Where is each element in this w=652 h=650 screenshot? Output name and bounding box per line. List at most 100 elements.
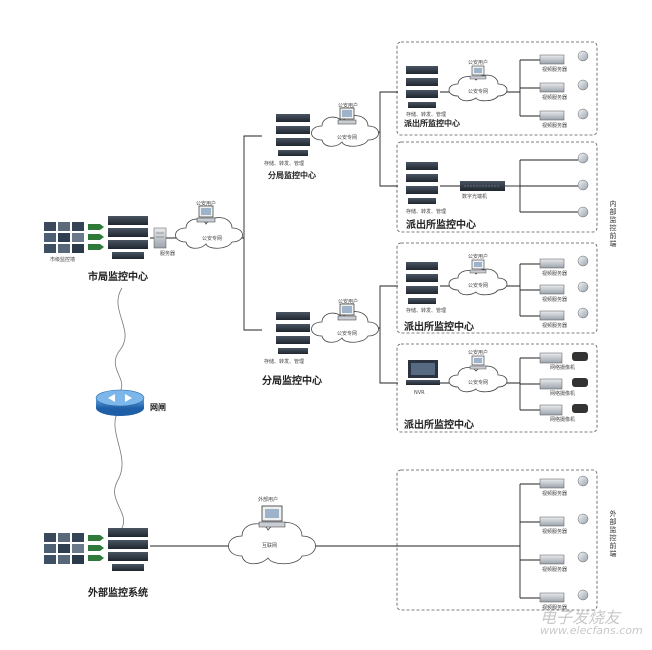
hq-screens-label: 市级监控墙 (50, 257, 76, 263)
watermark-logo-text: 电子发烧友 (540, 608, 621, 627)
pc-icon (469, 355, 487, 370)
video-server-icon (539, 478, 565, 489)
station-1-device-label: 视频服务器 (542, 67, 568, 73)
watermark-url: www.elecfans.com (540, 624, 643, 637)
bullet-camera-icon (572, 352, 588, 413)
station-1-net-label: 公安专网 (468, 89, 489, 95)
station-3-device-label: 视频服务器 (542, 297, 568, 303)
branch-north-title: 分局监控中心 (268, 171, 316, 180)
optical-switch-icon (460, 181, 505, 191)
cloud-branch-south (311, 311, 379, 343)
station-2-switch-label: 数字光端机 (462, 194, 488, 200)
station-box-4 (396, 343, 598, 433)
hq-net-label: 公安专网 (202, 236, 223, 242)
station-box-2 (396, 141, 598, 233)
gateway-link-bottom (114, 407, 124, 529)
branch-south-title: 分局监控中心 (262, 376, 322, 387)
decoder-icon (88, 535, 104, 561)
external-box (396, 469, 598, 611)
pc-icon (196, 205, 216, 223)
video-server-icon (539, 516, 565, 527)
station-4-user-label: 公安用户 (468, 350, 489, 356)
external-title: 外部监控系统 (88, 588, 148, 599)
branch-north-user-label: 公安用户 (338, 103, 359, 109)
rack-server-icon (276, 312, 310, 354)
station-4-caption: NVR (414, 390, 425, 396)
station-3-title: 派出所监控中心 (404, 322, 474, 333)
rack-server-icon (406, 66, 438, 108)
station-1-title: 派出所监控中心 (404, 119, 460, 128)
nvr-icon (406, 360, 440, 385)
tower-server-icon (153, 227, 167, 249)
station-3-caption: 存储、转发、管理 (406, 308, 447, 314)
pc-icon (469, 65, 487, 80)
network-camera-icon (539, 378, 563, 390)
station-3-user-label: 公安用户 (468, 254, 489, 260)
branch-north-net-label: 公安专网 (337, 135, 358, 141)
station-2-caption: 存储、转发、管理 (406, 209, 447, 215)
gateway-link-top (114, 287, 126, 393)
cloud-branch-north (311, 115, 379, 147)
cloud-hq (175, 217, 243, 249)
rack-server-icon (276, 114, 310, 156)
internal-front-label: 内部监控前端 (609, 200, 617, 248)
station-4-device-label: 网络摄像机 (550, 391, 576, 397)
station-3-net-label: 公安专网 (468, 283, 489, 289)
branch-north-caption: 存储、转发、管理 (264, 161, 305, 167)
station-4-device-label: 网络摄像机 (550, 365, 576, 371)
video-wall-icon (44, 222, 84, 253)
station-box-3 (396, 242, 598, 334)
station-4-net-label: 公安专网 (468, 380, 489, 386)
external-user-label: 外部用户 (258, 497, 279, 503)
video-server-icon (539, 310, 565, 321)
video-server-icon (539, 110, 565, 121)
external-device-label: 视频服务器 (542, 605, 568, 611)
station-box-1 (396, 41, 598, 136)
video-server-icon (539, 82, 565, 93)
pc-icon (337, 107, 357, 125)
station-1-device-label: 视频服务器 (542, 123, 568, 129)
branch-south-user-label: 公安用户 (338, 299, 359, 305)
cloud-station-4 (448, 365, 508, 393)
station-4-device-label: 网络摄像机 (550, 417, 576, 423)
branch-south-caption: 存储、转发、管理 (264, 359, 305, 365)
external-net-label: 互联网 (262, 543, 278, 549)
gateway-label: 网闸 (150, 403, 166, 412)
rack-server-icon (406, 162, 438, 204)
video-server-icon (539, 258, 565, 269)
video-server-icon (539, 54, 565, 65)
rack-server-icon (108, 216, 148, 259)
rack-server-icon (406, 262, 438, 304)
video-server-icon (539, 284, 565, 295)
rack-server-icon (108, 528, 148, 571)
station-4-title: 派出所监控中心 (404, 420, 474, 431)
external-front-label: 外部监控前端 (609, 510, 617, 558)
pc-icon (469, 259, 487, 274)
station-1-user-label: 公安用户 (468, 60, 489, 66)
video-server-icon (539, 592, 565, 603)
decoder-icon (88, 224, 104, 250)
dome-camera-icon (577, 50, 589, 601)
station-1-device-label: 视频服务器 (542, 95, 568, 101)
video-wall-icon (44, 533, 84, 564)
station-3-device-label: 视频服务器 (542, 323, 568, 329)
station-1-caption: 存储、转发、管理 (406, 112, 447, 118)
cloud-internet (228, 522, 316, 565)
hq-title: 市局监控中心 (88, 272, 148, 283)
gateway-icon (95, 389, 145, 416)
video-server-icon (539, 554, 565, 565)
branch-south-net-label: 公安专网 (337, 331, 358, 337)
external-device-label: 视频服务器 (542, 529, 568, 535)
station-2-title: 派出所监控中心 (406, 220, 476, 231)
network-camera-icon (539, 352, 563, 364)
pc-icon (337, 303, 357, 321)
pc-icon (258, 505, 286, 528)
external-device-label: 视频服务器 (542, 491, 568, 497)
hq-server-label: 服务器 (160, 251, 176, 257)
station-3-device-label: 视频服务器 (542, 271, 568, 277)
cloud-station-3 (448, 268, 508, 296)
hq-user-label: 公安用户 (196, 201, 217, 207)
external-device-label: 视频服务器 (542, 567, 568, 573)
cloud-station-1 (448, 74, 508, 102)
